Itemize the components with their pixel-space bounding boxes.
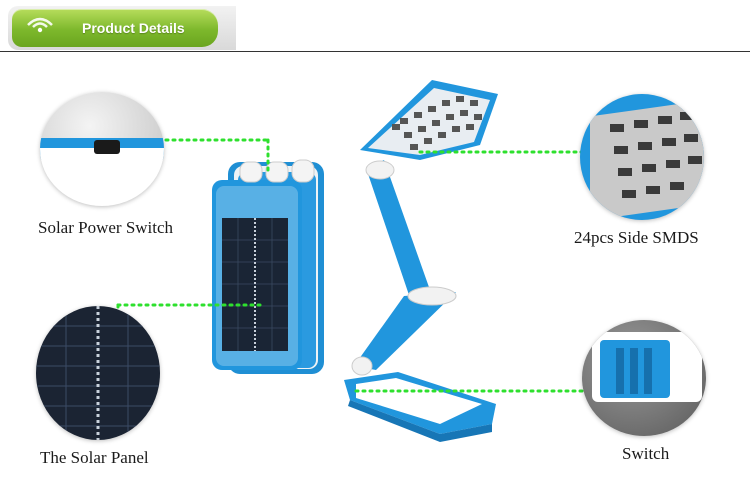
switch-closeup [582, 320, 706, 436]
label-solar-power-switch: Solar Power Switch [38, 218, 174, 237]
wifi-icon [27, 17, 53, 33]
label-solar-panel: The Solar Panel [40, 448, 149, 467]
label-side-smds: 24pcs Side SMDS [574, 228, 699, 247]
switch-slot [94, 140, 120, 154]
solar-cell-grid [36, 306, 160, 440]
header-green-bar: Product Details [12, 9, 218, 47]
solar-panel-closeup [36, 306, 160, 440]
closeup-white-band [40, 148, 164, 206]
solar-power-switch-closeup [40, 92, 164, 206]
smds-led-grid [610, 112, 702, 198]
page-title: Product Details [82, 20, 185, 36]
open-lamp [344, 80, 498, 442]
switch-ridge [616, 348, 624, 394]
folded-lamp [212, 159, 324, 374]
header-tab: Product Details [8, 6, 236, 50]
switch-ridge [630, 348, 638, 394]
header-divider [0, 51, 750, 52]
smds-closeup [580, 94, 704, 220]
label-switch: Switch [622, 444, 670, 463]
switch-ridge [644, 348, 652, 394]
